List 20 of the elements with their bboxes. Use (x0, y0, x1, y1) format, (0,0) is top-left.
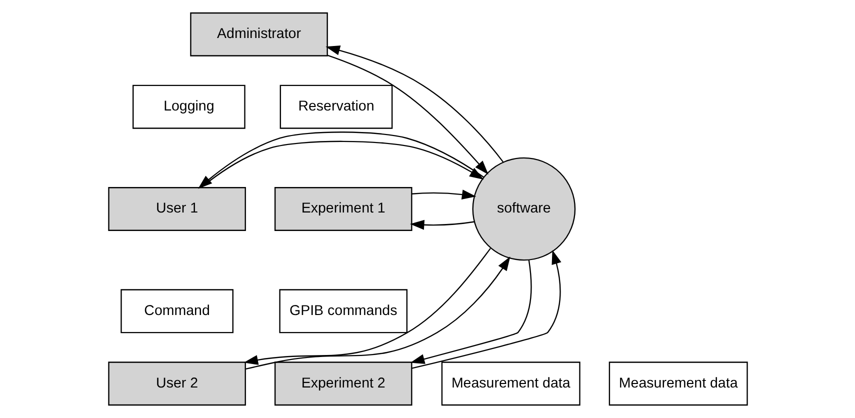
arrow (325, 46, 504, 162)
arrow (411, 250, 561, 369)
arrow (410, 260, 532, 364)
arrow (326, 54, 488, 175)
arrow (409, 220, 474, 230)
node-box: User 1 (108, 187, 246, 231)
node-box: User 2 (108, 362, 246, 406)
node-box: Experiment 2 (274, 362, 412, 406)
arrow (411, 190, 476, 200)
node-box: Logging (132, 84, 245, 129)
node-box: Experiment 1 (274, 187, 412, 231)
arrow (245, 256, 510, 370)
node-box: GPIB commands (278, 289, 408, 334)
node-box: Measurement data (440, 362, 580, 406)
node-box: Reservation (279, 84, 392, 129)
node-circle: software (472, 157, 576, 261)
node-box: Command (120, 289, 233, 334)
node-box: Measurement data (608, 362, 748, 406)
node-box: Administrator (190, 12, 328, 56)
arrow (243, 248, 490, 365)
